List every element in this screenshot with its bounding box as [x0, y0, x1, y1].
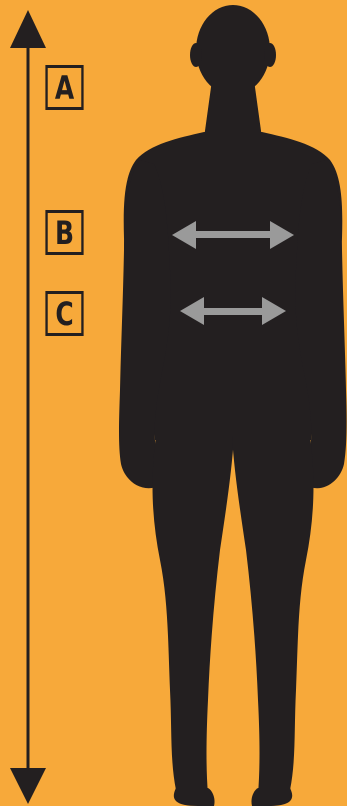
height-axis-arrow-icon [10, 10, 46, 804]
label-c-box: C [45, 291, 83, 336]
human-silhouette-icon [119, 5, 347, 806]
label-b: B [55, 217, 74, 249]
label-b-box: B [45, 210, 83, 255]
label-c: C [55, 298, 73, 330]
label-a: A [55, 72, 74, 104]
label-a-box: A [45, 65, 83, 110]
